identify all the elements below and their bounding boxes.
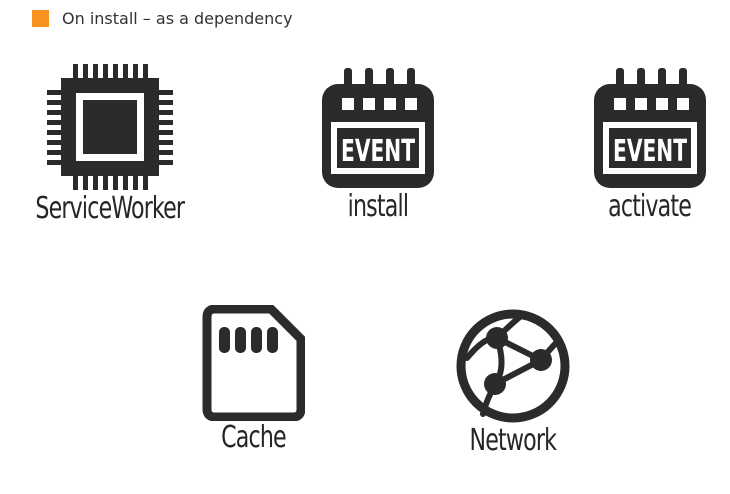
node-activate: EVENT activate — [562, 66, 730, 224]
node-label: Network — [469, 423, 557, 458]
node-label: install — [347, 189, 409, 224]
node-install: EVENT install — [290, 66, 466, 224]
node-serviceworker: ServiceWorker — [20, 62, 200, 226]
event-badge-text: EVENT — [341, 134, 415, 169]
cpu-chip-icon — [47, 64, 173, 190]
sd-card-icon — [202, 305, 305, 421]
legend-swatch — [32, 9, 49, 27]
node-label: activate — [608, 189, 693, 224]
legend-label: On install – as a dependency — [62, 8, 293, 28]
event-badge-text: EVENT — [613, 134, 687, 169]
node-cache: Cache — [168, 305, 338, 455]
calendar-event-icon: EVENT — [322, 68, 434, 188]
legend: On install – as a dependency — [32, 7, 293, 29]
network-globe-icon — [456, 309, 570, 423]
node-label: ServiceWorker — [35, 191, 186, 226]
node-label: Cache — [220, 420, 287, 455]
node-network: Network — [428, 308, 598, 458]
calendar-event-icon: EVENT — [594, 68, 706, 188]
